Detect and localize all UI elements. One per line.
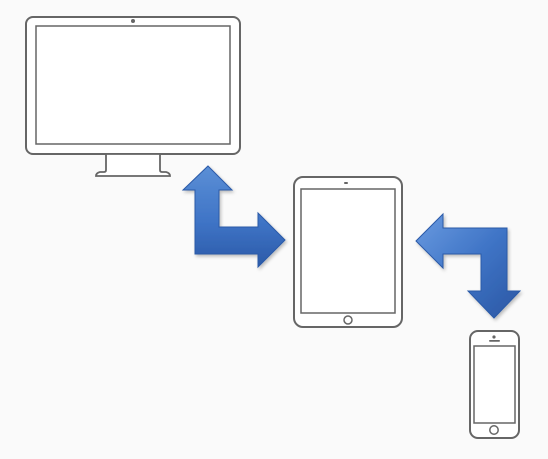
sync-arrow-monitor-tablet: [181, 165, 286, 269]
tablet-icon: [293, 176, 403, 328]
desktop-monitor-icon: [25, 16, 241, 177]
sync-arrow-tablet-phone: [415, 212, 522, 319]
smartphone-icon: [469, 330, 520, 439]
